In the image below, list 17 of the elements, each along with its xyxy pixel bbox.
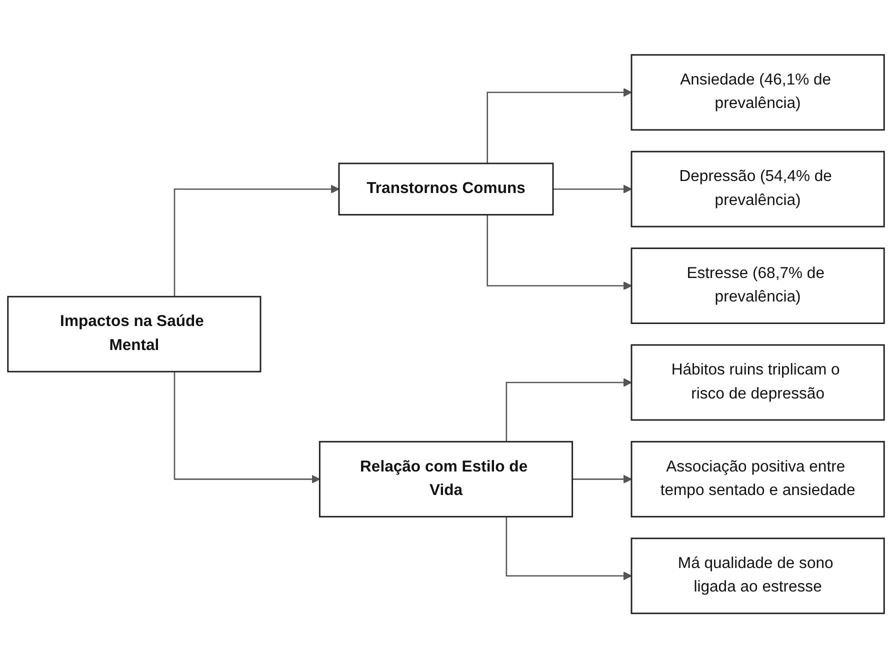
node-box: Hábitos ruins triplicam o risco de depressão	[630, 344, 885, 421]
node-box: Relação com Estilo de Vida	[318, 440, 574, 518]
arrow	[552, 184, 632, 194]
node-box: Depressão (54,4% de prevalência)	[630, 150, 885, 228]
arrow	[506, 378, 632, 442]
node-box: Associação positiva entre tempo sentado e ansiedade	[630, 440, 885, 518]
node-box: Transtornos Comuns	[338, 162, 554, 216]
node-box: Ansiedade (46,1% de prevalência)	[630, 54, 885, 130]
arrow	[486, 214, 632, 290]
node-box: Estresse (68,7% de prevalência)	[630, 247, 885, 324]
node-box: Má qualidade de sono ligada ao estresse	[630, 538, 885, 614]
node-box: Impactos na Saúde Mental	[7, 296, 262, 372]
arrow	[174, 184, 340, 296]
arrow	[506, 516, 632, 580]
arrow	[572, 474, 632, 484]
arrow	[486, 88, 632, 164]
arrow	[174, 371, 320, 484]
